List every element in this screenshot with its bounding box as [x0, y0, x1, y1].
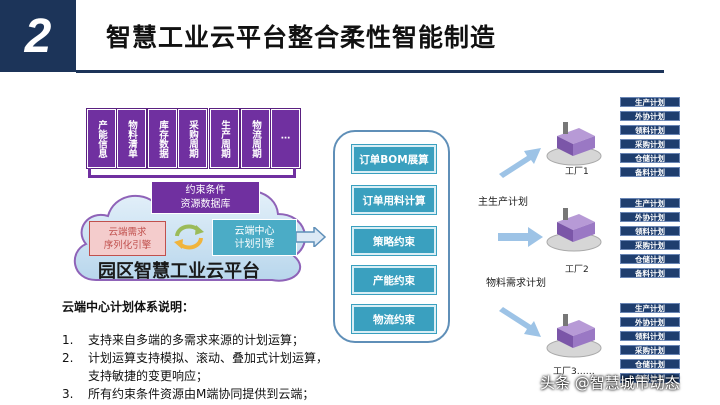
- demand-line-1: 云端需求: [108, 226, 147, 238]
- data-card-production: 生产周期: [210, 109, 239, 168]
- material-plan-label: 物料需求计划: [486, 278, 546, 289]
- plan-item: 备料计划: [620, 268, 680, 278]
- plan-item: 仓储计划: [620, 254, 680, 264]
- constraint-line-2: 资源数据库: [180, 198, 231, 210]
- cycle-arrows-icon: [174, 224, 204, 250]
- note-item: 1. 支持来自多端的多需求来源的计划运算；: [62, 331, 304, 348]
- plan-item: 领料计划: [620, 226, 680, 236]
- data-card-logistics: 物流周期: [241, 109, 270, 168]
- plan-item: 领料计划: [620, 331, 680, 341]
- factory-1-label: 工厂1: [565, 167, 589, 177]
- page-title: 智慧工业云平台整合柔性智能制造: [106, 23, 497, 52]
- data-bracket: [88, 168, 296, 178]
- data-card-inventory: 库存数据: [148, 109, 177, 168]
- data-card-bom: 物料清单: [117, 109, 146, 168]
- plan-item: 领料计划: [620, 125, 680, 135]
- note-number: 3.: [62, 387, 74, 401]
- plan-item: 仓储计划: [620, 359, 680, 369]
- data-card-capacity: 产能信息: [87, 109, 116, 168]
- plan-item: 采购计划: [620, 139, 680, 149]
- plan-item: 备料计划: [620, 373, 680, 383]
- main-plan-label: 主生产计划: [478, 197, 528, 208]
- note-text: 支持敏捷的变更响应；: [88, 369, 209, 383]
- step-order-material: 订单用料计算: [352, 186, 436, 214]
- note-text: 支持来自多端的多需求来源的计划运算；: [88, 333, 305, 347]
- watermark: 头条 @智慧城市动态: [540, 374, 680, 392]
- note-item: 3. 所有约束条件资源由M端协同提供到云端；: [62, 385, 314, 402]
- arrow-factory3-icon: [499, 307, 541, 337]
- demand-serialization-engine: 云端需求 序列化引擎: [89, 221, 166, 256]
- data-card-purchase: 采购周期: [178, 109, 207, 168]
- step-capacity: 产能约束: [352, 266, 436, 294]
- title-underline: [76, 70, 664, 73]
- plan-item: 备料计划: [620, 167, 680, 177]
- note-text: 计划运算支持模拟、滚动、叠加式计划运算，: [88, 351, 329, 365]
- factory-2-label: 工厂2: [565, 265, 589, 275]
- factory-1-plans: 生产计划 外协计划 领料计划 采购计划 仓储计划 备料计划: [620, 97, 680, 177]
- plan-item: 外协计划: [620, 317, 680, 327]
- arrow-factory2-icon: [498, 227, 543, 247]
- note-item: 支持敏捷的变更响应；: [62, 367, 208, 384]
- arrow-right-icon: [296, 227, 326, 247]
- constraint-line-1: 约束条件: [185, 184, 226, 196]
- plan-item: 采购计划: [620, 240, 680, 250]
- factory-3-label: 工厂3……: [553, 367, 595, 377]
- central-planning-engine: 云端中心 计划引擎: [212, 219, 297, 256]
- factory-icon: [546, 122, 602, 166]
- engine-line-2: 计划引擎: [234, 238, 275, 250]
- note-number: 2.: [62, 351, 74, 365]
- section-number-badge: 2: [0, 0, 76, 72]
- note-item: 2. 计划运算支持模拟、滚动、叠加式计划运算，: [62, 349, 328, 366]
- plan-item: 采购计划: [620, 345, 680, 355]
- factory-icon: [546, 208, 602, 252]
- engine-line-1: 云端中心: [234, 225, 275, 237]
- factory-icon: [546, 314, 602, 358]
- constraint-resource-db: 约束条件 资源数据库: [151, 181, 260, 214]
- factory-2-plans: 生产计划 外协计划 领料计划 采购计划 仓储计划 备料计划: [620, 198, 680, 278]
- notes-title: 云端中心计划体系说明：: [62, 300, 195, 314]
- plan-item: 生产计划: [620, 198, 680, 208]
- factory-3-plans: 生产计划 外协计划 领料计划 采购计划 仓储计划 备料计划: [620, 303, 680, 383]
- platform-label: 园区智慧工业云平台: [98, 261, 260, 282]
- plan-item: 外协计划: [620, 111, 680, 121]
- note-number: 1.: [62, 333, 74, 347]
- arrow-factory1-icon: [499, 148, 541, 178]
- note-text: 所有约束条件资源由M端协同提供到云端；: [88, 387, 315, 401]
- data-card-more: ⋯: [271, 109, 300, 168]
- plan-item: 生产计划: [620, 97, 680, 107]
- step-logistics: 物流约束: [352, 305, 436, 333]
- plan-item: 生产计划: [620, 303, 680, 313]
- demand-line-2: 序列化引擎: [103, 239, 152, 251]
- constraint-flow-container: [333, 130, 450, 343]
- plan-item: 仓储计划: [620, 153, 680, 163]
- plan-item: 外协计划: [620, 212, 680, 222]
- step-order-bom: 订单BOM展算: [352, 145, 436, 173]
- step-strategy: 策略约束: [352, 227, 436, 255]
